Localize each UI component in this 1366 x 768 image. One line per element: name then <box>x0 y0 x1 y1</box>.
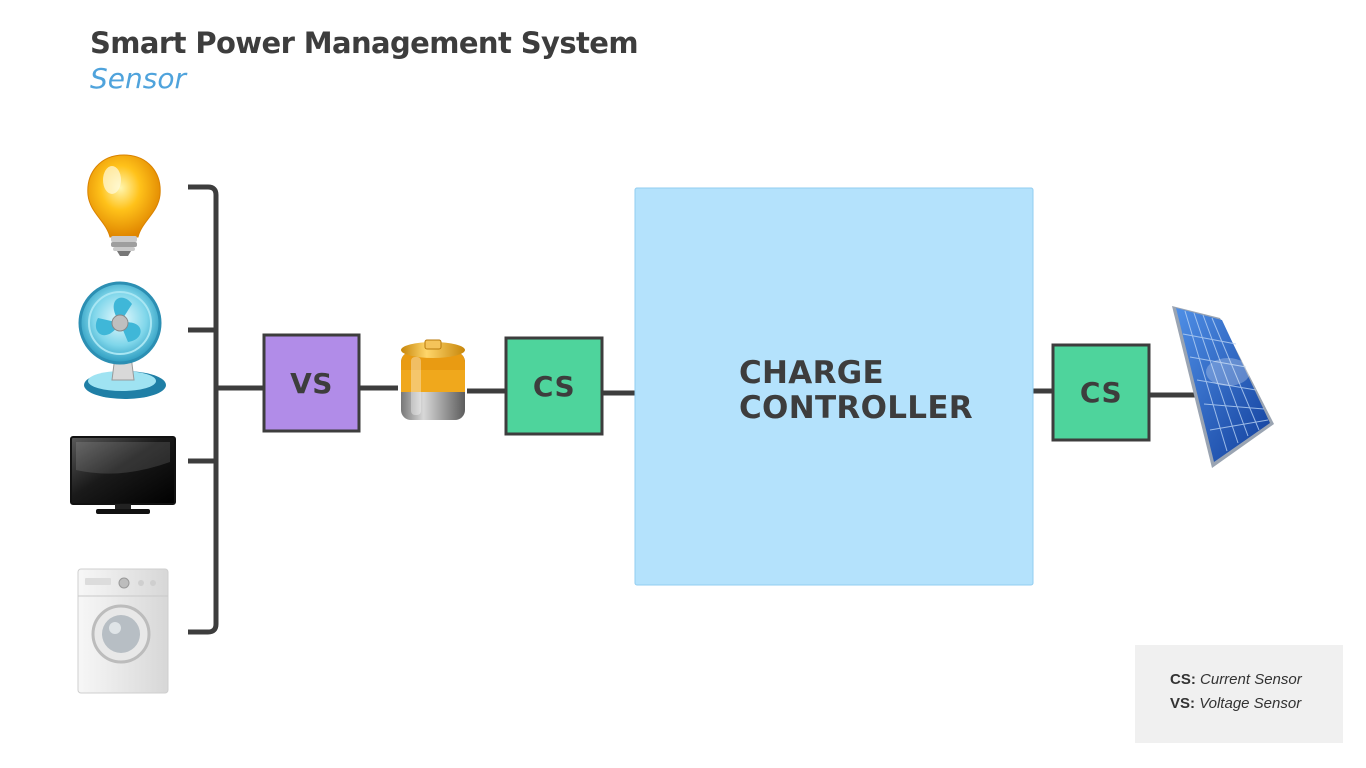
legend-vs-key: VS: <box>1170 695 1196 712</box>
diagram-subtitle: Sensor <box>90 62 186 95</box>
washing-machine-icon <box>77 568 169 694</box>
legend-cs-key: CS: <box>1170 671 1196 688</box>
diagram-title: Smart Power Management System <box>90 26 639 60</box>
cs-box-right <box>1051 343 1151 442</box>
legend-box: CS: Current Sensor VS: Voltage Sensor <box>1135 645 1343 743</box>
fan-icon <box>78 281 166 399</box>
cs-right-label: CS <box>1079 376 1123 409</box>
charge-controller-box <box>634 187 1034 586</box>
legend-cs-value: Current Sensor <box>1200 671 1302 688</box>
charge-controller-line2: CONTROLLER <box>739 390 973 426</box>
solar-panel-icon <box>1172 306 1274 468</box>
legend-vs-value: Voltage Sensor <box>1199 695 1302 712</box>
legend-row-vs: VS: Voltage Sensor <box>1170 695 1301 712</box>
charge-controller-label: CHARGE CONTROLLER <box>739 356 973 426</box>
connection-wires <box>188 184 1196 635</box>
charge-controller-line1: CHARGE <box>739 355 884 391</box>
television-icon <box>70 436 176 514</box>
cs-box-left <box>504 336 604 436</box>
cs-left-label: CS <box>532 369 576 403</box>
vs-label: VS <box>290 366 333 400</box>
battery-icon <box>401 339 465 420</box>
light-bulb-icon <box>87 154 161 256</box>
appliance-bracket <box>188 184 219 635</box>
vs-box <box>262 333 361 433</box>
legend-row-cs: CS: Current Sensor <box>1170 671 1302 688</box>
